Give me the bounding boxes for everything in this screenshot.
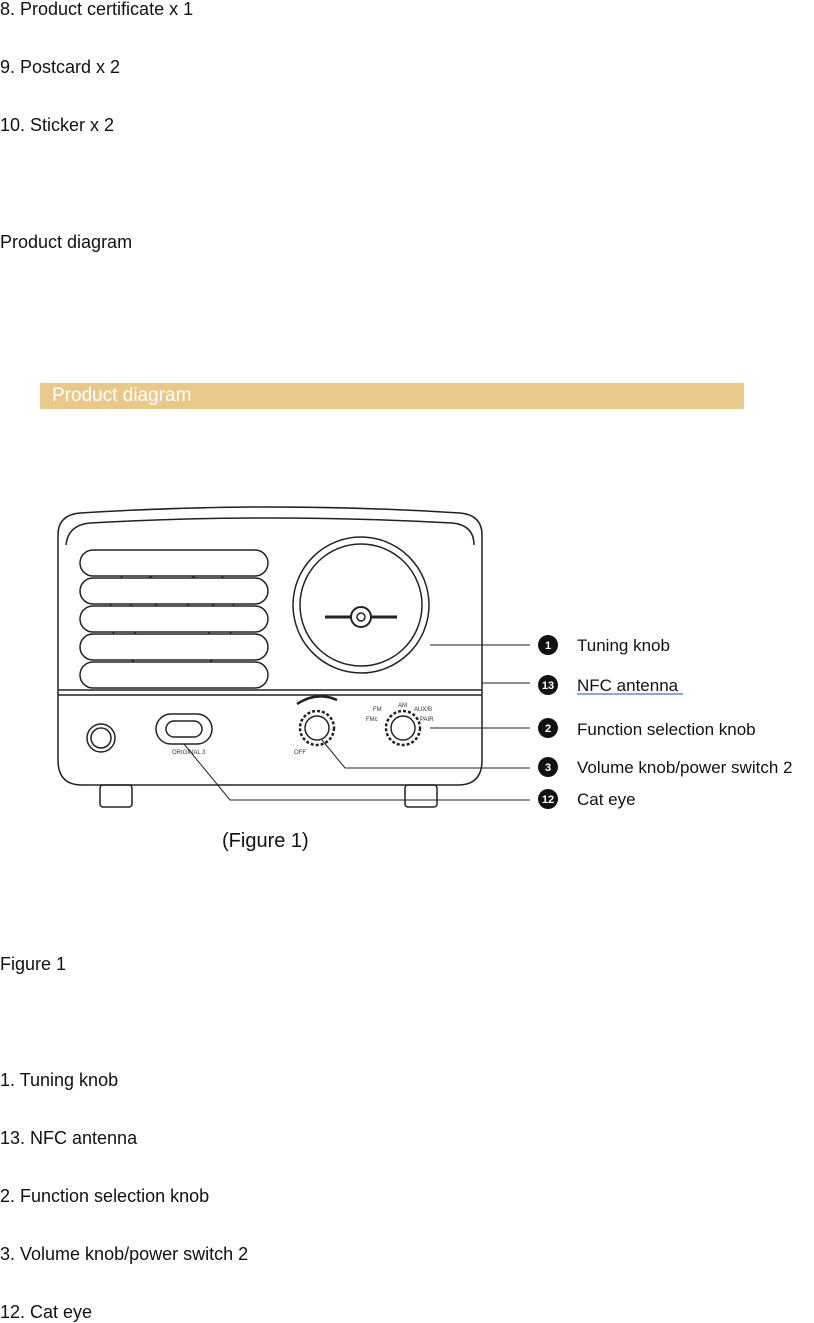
knob-label-aux: AUX/B	[414, 707, 432, 713]
diagram-banner: Product diagram	[40, 383, 744, 409]
callout-1: 1 Tuning knob	[538, 635, 670, 655]
product-diagram: AM FM FMc AUX/B PAIR OFF ORIGINAL 3 1 Tu…	[57, 506, 792, 852]
radio-foot-left	[99, 784, 133, 808]
tuning-dial-inner	[299, 543, 423, 667]
function-selection-knob	[384, 709, 422, 747]
tuning-knob	[350, 606, 372, 628]
cat-eye-label: ORIGINAL 3	[172, 750, 206, 756]
callout-2: 2 Function selection knob	[538, 718, 756, 739]
callout-number: 3	[545, 762, 551, 774]
figure-caption: (Figure 1)	[222, 830, 309, 852]
callout-number: 2	[545, 723, 551, 735]
list-item: 1. Tuning knob	[0, 1070, 119, 1090]
callout-label-cat-eye: Cat eye	[577, 790, 636, 809]
knob-label-am: AM	[398, 703, 407, 709]
volume-knob	[298, 709, 336, 747]
knob-label-fm: FM	[373, 707, 382, 713]
list-item: 2. Function selection knob	[0, 1186, 210, 1206]
list-item: 13. NFC antenna	[0, 1128, 138, 1148]
figure-label: Figure 1	[0, 954, 67, 974]
callout-3: 3 Volume knob/power switch 2	[538, 757, 792, 777]
diagram-banner-title: Product diagram	[52, 385, 192, 406]
list-item: 10. Sticker x 2	[0, 115, 115, 135]
knob-label-off: OFF	[294, 750, 306, 756]
callout-label-tuning-knob: Tuning knob	[577, 636, 670, 655]
list-item: 8. Product certificate x 1	[0, 0, 194, 19]
knob-label-fm2: FMc	[366, 717, 378, 723]
callout-number: 13	[542, 680, 554, 692]
list-item: 12. Cat eye	[0, 1302, 93, 1322]
callout-number: 12	[542, 794, 554, 806]
callout-13: 13 NFC antenna	[538, 675, 683, 695]
radio-foot-right	[404, 784, 438, 808]
list-item: 9. Postcard x 2	[0, 57, 121, 77]
tuning-dial-outer	[292, 536, 430, 674]
list-item: 3. Volume knob/power switch 2	[0, 1244, 249, 1264]
callout-label-nfc-antenna: NFC antenna	[577, 676, 679, 695]
radio-body	[57, 506, 483, 786]
logo-badge	[86, 723, 116, 753]
cat-eye	[155, 713, 213, 745]
speaker-grille	[79, 549, 269, 689]
knob-label-pair: PAIR	[420, 717, 434, 723]
callout-12: 12 Cat eye	[538, 789, 636, 809]
callout-label-volume-knob: Volume knob/power switch 2	[577, 758, 792, 777]
callout-label-function-selection-knob: Function selection knob	[577, 720, 756, 739]
callout-number: 1	[545, 640, 551, 652]
section-heading: Product diagram	[0, 232, 133, 252]
